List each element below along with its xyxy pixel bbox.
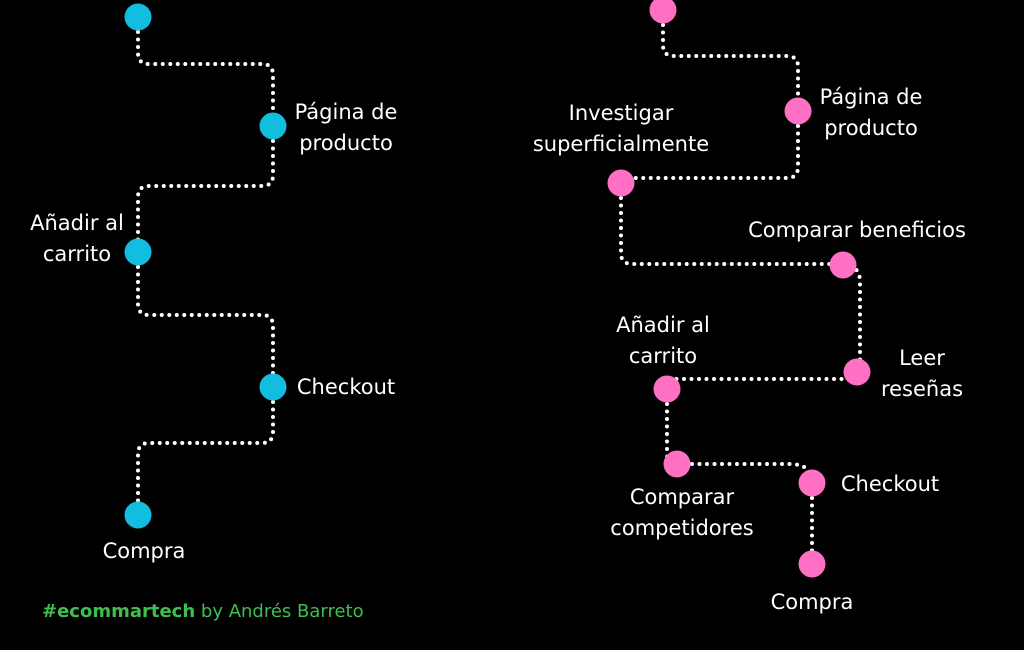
- journey_b-step-label-line: superficialmente: [533, 132, 709, 156]
- journey_b-connector-1: [661, 8, 800, 113]
- journey_b-step-label-4: Comparar beneficios: [748, 218, 966, 242]
- journey_a-step-node-4: [259, 373, 287, 401]
- journey_b-connector-4: [841, 263, 862, 374]
- journey_b-step-label-line: Comparar: [630, 485, 735, 509]
- journey_b-connector-5: [665, 370, 859, 391]
- journey_a-step-node-5: [124, 501, 152, 529]
- journey_a-step-node-1: [124, 3, 152, 31]
- credit-hashtag: #ecommartech: [42, 601, 196, 622]
- journey_a-step-label-line: Checkout: [297, 375, 395, 399]
- journey_b-step-node-5: [843, 358, 871, 386]
- journey_b-step-node-2: [784, 97, 812, 125]
- journey_b-step-label-3: Investigar superficialmente: [533, 101, 709, 156]
- journey_b-step-node-3: [607, 169, 635, 197]
- journey_b-step-label-line: carrito: [629, 344, 697, 368]
- journey_b-step-label-line: Comparar beneficios: [748, 218, 966, 242]
- journey_b-step-node-4: [829, 251, 857, 279]
- journey_b-step-label-line: Leer: [899, 346, 945, 370]
- journey_b-step-node-9: [798, 550, 826, 578]
- journey_a-step-label-4: Checkout: [297, 375, 395, 399]
- journey_a-step-label-line: Página de: [295, 100, 398, 124]
- journey_b-step-label-line: Página de: [820, 85, 923, 109]
- journey_b-step-node-7: [663, 450, 691, 478]
- journey_b-step-label-line: reseñas: [881, 377, 963, 401]
- journey-nodes: [124, 0, 871, 578]
- journey_b-step-label-9: Compra: [771, 590, 854, 614]
- journey_a-step-node-3: [124, 238, 152, 266]
- journey_b-step-label-5: Leer reseñas: [881, 346, 963, 401]
- journey_a-step-label-1: Anuncio: [154, 0, 239, 1]
- journey_b-step-label-2: Página de producto: [820, 85, 923, 140]
- journey_b-step-node-8: [798, 469, 826, 497]
- journey_a-step-label-line: producto: [299, 131, 393, 155]
- connector-paths: [136, 8, 862, 566]
- journey_b-step-label-line: Añadir al: [616, 313, 710, 337]
- journey_a-connector-1: [136, 15, 275, 128]
- journey_a-step-label-line: carrito: [43, 242, 111, 266]
- journey_a-step-label-5: Compra: [103, 539, 186, 563]
- journey_a-step-label-line: Añadir al: [30, 211, 124, 235]
- journey_a-step-label-line: Anuncio: [154, 0, 239, 1]
- journey_a-step-label-3: Añadir al carrito: [30, 211, 124, 266]
- journey_b-step-label-8: Checkout: [841, 472, 939, 496]
- journey_b-step-node-6: [653, 375, 681, 403]
- credit-line: #ecommartech by Andrés Barreto: [42, 601, 364, 622]
- journey_a-step-label-2: Página de producto: [295, 100, 398, 155]
- journey_a-step-node-2: [259, 112, 287, 140]
- journey_a-connector-2: [136, 124, 275, 254]
- journey_b-step-label-line: Checkout: [841, 472, 939, 496]
- journey_b-step-label-line: Investigar: [569, 101, 674, 125]
- journey_b-connector-7: [675, 462, 814, 485]
- journey_b-connector-2: [619, 109, 800, 185]
- journey_a-connector-3: [136, 250, 275, 389]
- journey_b-step-label-6: Añadir al carrito: [616, 313, 710, 368]
- credit-byline: by Andrés Barreto: [195, 601, 364, 622]
- journey_b-step-node-1: [649, 0, 677, 24]
- journey_b-step-label-line: Compra: [771, 590, 854, 614]
- journey_a-step-label-line: Compra: [103, 539, 186, 563]
- journey_b-step-label-line: competidores: [610, 516, 753, 540]
- journey_a-connector-4: [136, 385, 275, 517]
- journey_b-step-label-line: producto: [824, 116, 918, 140]
- journey_b-step-label-7: Comparar competidores: [610, 485, 753, 540]
